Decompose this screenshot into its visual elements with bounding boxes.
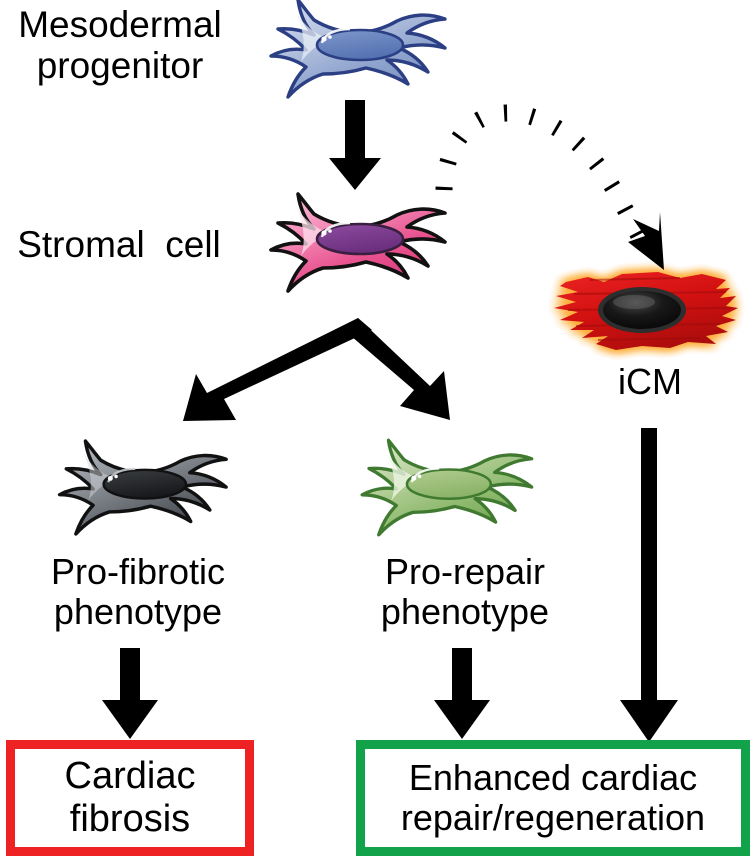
arrow-icm-to-repair	[620, 428, 678, 742]
mesodermal-progenitor-cell	[238, 0, 472, 100]
arrow-stromal-to-pro-fibrotic	[183, 318, 372, 421]
outcome-box-cardiac-fibrosis: Cardiac fibrosis	[6, 740, 254, 856]
outcome-text-enhanced-repair: Enhanced cardiac repair/regeneration	[400, 756, 706, 838]
pro-fibrotic-cell	[28, 436, 252, 540]
stromal-cell	[238, 190, 472, 296]
label-pro-fibrotic-phenotype: Pro-fibrotic phenotype	[50, 551, 226, 633]
icm-cell	[530, 258, 755, 362]
arrow-stromal-to-pro-repair	[344, 318, 450, 420]
pro-repair-cell	[330, 436, 558, 540]
arrow-progenitor-to-stromal	[329, 100, 381, 190]
label-pro-repair-phenotype: Pro-repair phenotype	[380, 551, 550, 633]
arrow-progenitor-to-icm-dashed	[435, 104, 664, 270]
outcome-box-enhanced-repair: Enhanced cardiac repair/regeneration	[356, 740, 750, 856]
stromal-cell-icon	[269, 192, 447, 293]
mesodermal-progenitor-cell-icon	[269, 0, 447, 99]
pro-fibrotic-cell-icon	[57, 439, 228, 536]
arrow-pro-fibrotic-to-fibrosis	[102, 648, 158, 739]
outcome-text-cardiac-fibrosis: Cardiac fibrosis	[64, 755, 196, 840]
pro-repair-cell-icon	[360, 438, 534, 537]
label-icm: iCM	[618, 361, 682, 402]
icm-cell-icon	[554, 272, 738, 350]
arrow-pro-repair-to-repair	[434, 648, 490, 739]
label-stromal-cell: Stromal cell	[17, 224, 221, 265]
label-mesodermal-progenitor: Mesodermal progenitor	[18, 4, 222, 87]
